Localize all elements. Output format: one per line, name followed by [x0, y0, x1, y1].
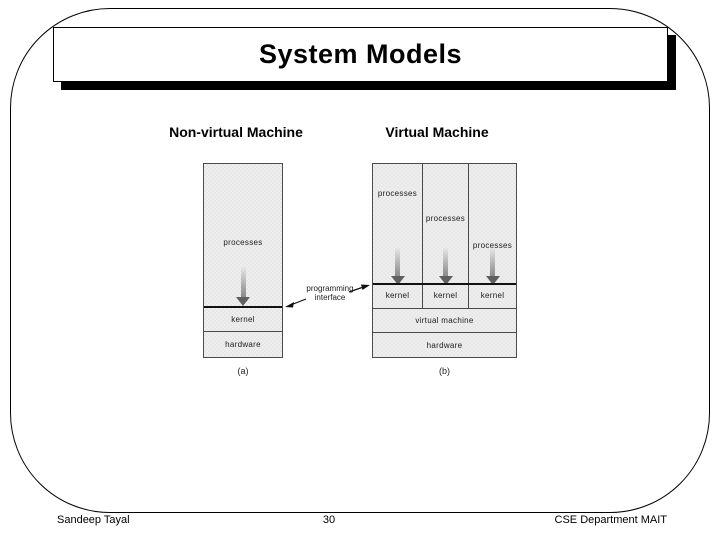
nonvirtual-hardware-label: hardware — [225, 340, 261, 349]
arrow-head — [438, 276, 453, 285]
arrow-shaft — [443, 248, 448, 276]
non-virtual-machine-diagram: processes kernel hardware — [203, 163, 283, 358]
vm-column-3: processes kernel — [469, 164, 516, 308]
arrow-head — [236, 297, 250, 306]
caption-b: (b) — [439, 366, 450, 376]
caption-a: (a) — [237, 366, 249, 376]
virtual-machine-row: virtual machine — [373, 308, 516, 332]
down-arrow-icon — [469, 248, 516, 285]
virtual-machine-diagram: processes kernel processes kernel proces… — [372, 163, 517, 358]
virtual-machine-label: virtual machine — [415, 316, 474, 325]
footer-page-number: 30 — [322, 514, 336, 526]
vm2-kernel-label: kernel — [433, 291, 458, 300]
programming-interface-annotation: programming interface — [292, 284, 368, 302]
arrow-head — [390, 276, 405, 285]
arrow-shaft — [240, 267, 246, 297]
nonvirtual-kernel-label: kernel — [231, 315, 255, 324]
page-title: System Models — [258, 39, 463, 69]
vm3-processes-label: processes — [472, 241, 513, 250]
vm1-processes-label: processes — [377, 189, 418, 198]
arrow-shaft — [395, 248, 400, 276]
heading-virtual-machine: Virtual Machine — [385, 124, 489, 140]
arrow-head — [485, 276, 500, 285]
nonvirtual-processes-label: processes — [223, 238, 263, 247]
footer-author: Sandeep Tayal — [57, 514, 130, 526]
heading-non-virtual-machine: Non-virtual Machine — [169, 124, 303, 140]
down-arrow-icon — [423, 248, 468, 285]
annotation-arrows — [285, 284, 370, 308]
vm3-kernel-label: kernel — [480, 291, 505, 300]
vm-column-2: processes kernel — [423, 164, 469, 308]
annotation-line1: programming — [306, 284, 354, 293]
vm2-processes-label: processes — [425, 214, 466, 223]
nonvirtual-kernel-row: kernel — [204, 306, 282, 332]
kernel-boundary-line — [373, 283, 516, 285]
annotation-arrow-right-line — [348, 286, 363, 293]
annotation-arrow-left-line — [291, 298, 307, 306]
down-arrow-icon — [373, 248, 422, 285]
annotation-line2: interface — [314, 293, 346, 302]
annotation-arrow-right-head — [361, 284, 370, 290]
vm1-kernel-label: kernel — [385, 291, 410, 300]
vm-column-1: processes kernel — [373, 164, 423, 308]
down-arrow-icon — [204, 267, 282, 306]
virtual-hardware-row: hardware — [373, 332, 516, 357]
slide-rounded-border — [10, 8, 710, 513]
footer-department: CSE Department MAIT — [554, 514, 667, 526]
arrow-shaft — [490, 248, 495, 276]
slide-title-box: System Models — [53, 27, 668, 82]
nonvirtual-hardware-row: hardware — [204, 332, 282, 357]
virtual-machine-columns: processes kernel processes kernel proces… — [373, 164, 516, 308]
annotation-arrow-left-head — [285, 302, 294, 308]
virtual-hardware-label: hardware — [426, 340, 463, 350]
